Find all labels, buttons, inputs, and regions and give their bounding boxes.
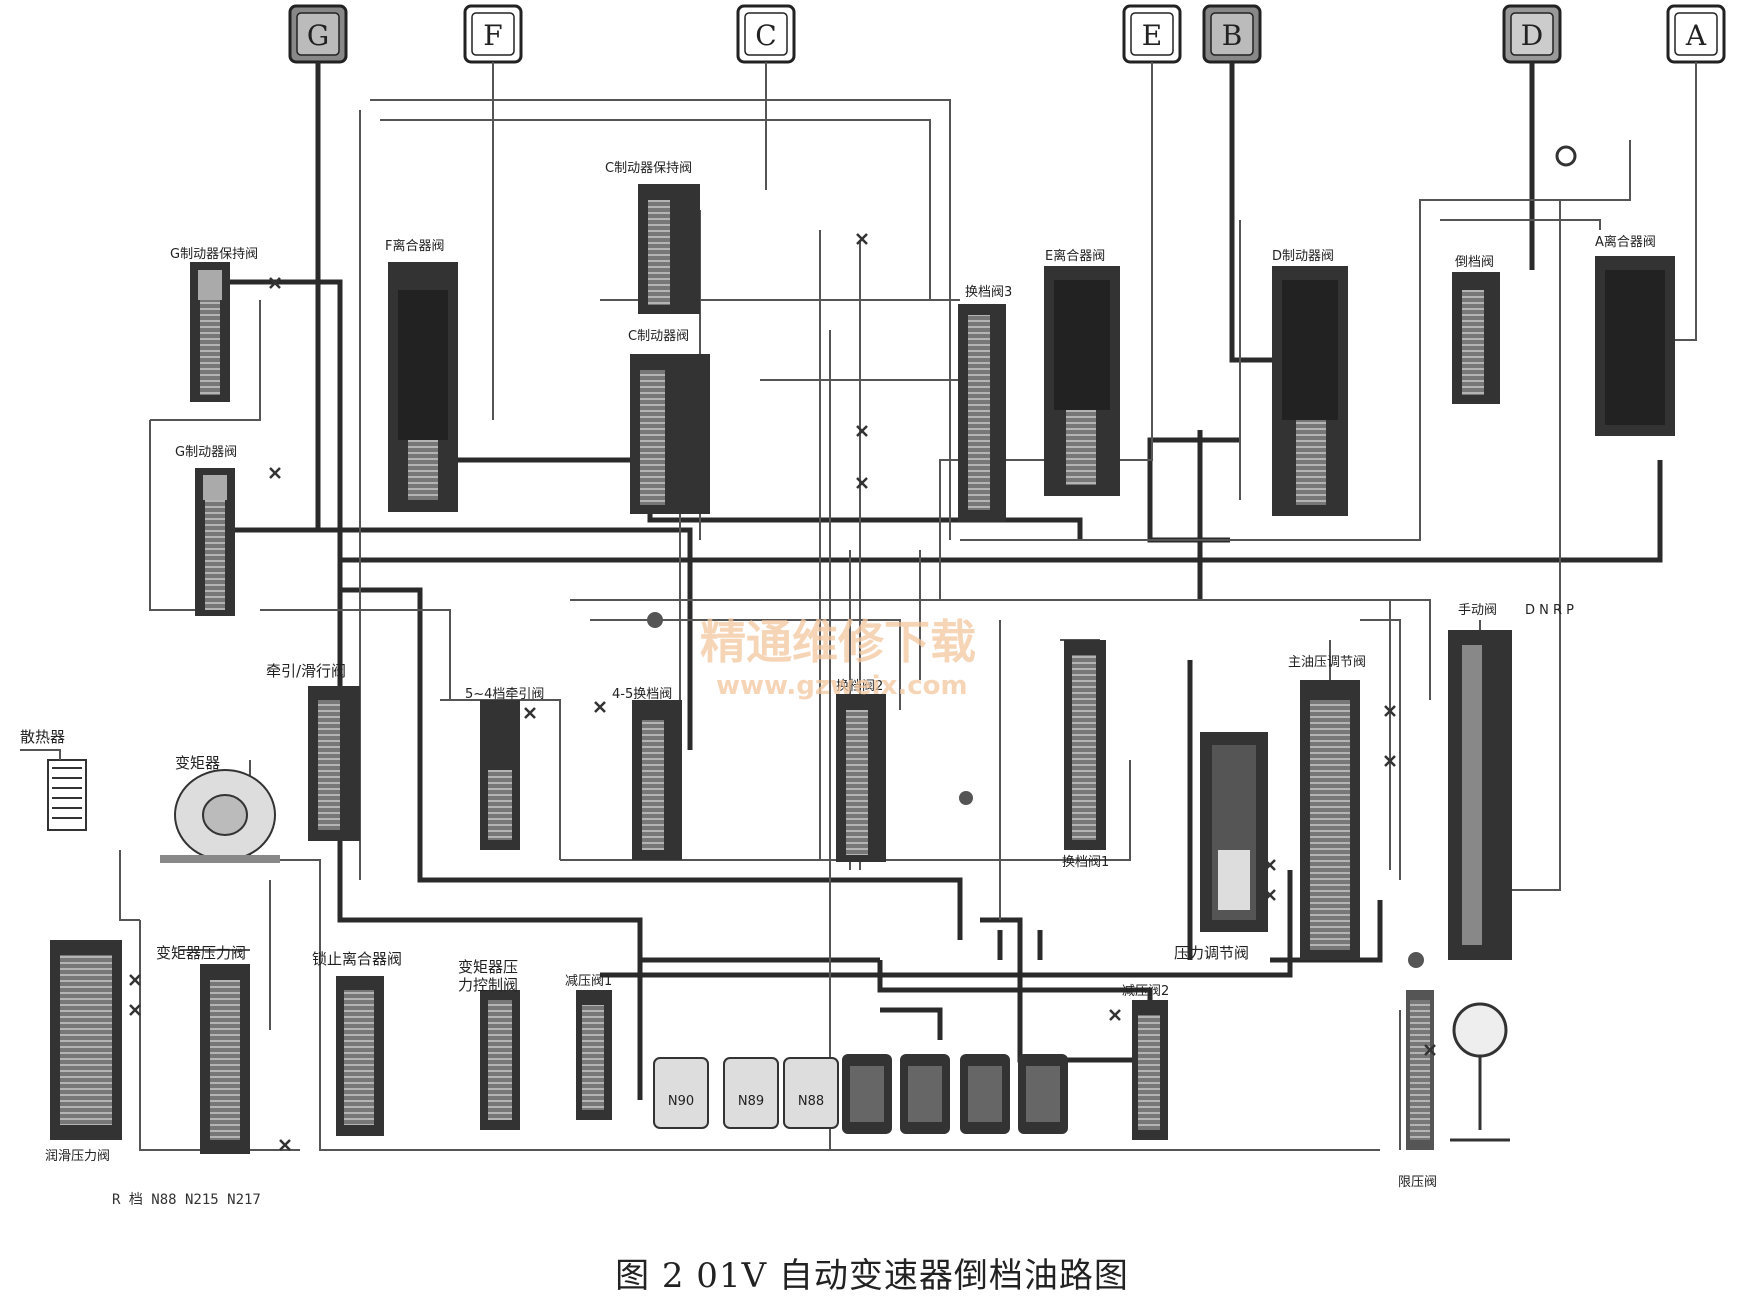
- label-e-clutch-valve: E离合器阀: [1045, 248, 1105, 264]
- traction-coast-valve: [308, 686, 360, 841]
- torque-converter-icon: [160, 769, 280, 863]
- g-brake-hold-valve: [190, 262, 230, 402]
- shift-4-5-valve: [632, 700, 682, 860]
- lockup-clutch-valve: [336, 976, 384, 1136]
- watermark-url: www.gzweix.com: [716, 671, 968, 701]
- reducing-valve-2: [1132, 1000, 1168, 1140]
- shift-valve-3: [958, 304, 1006, 522]
- solenoid-n89-label: N89: [738, 1094, 764, 1109]
- traction-5-4-valve: [480, 700, 520, 850]
- label-main-pressure-reg-valve: 主油压调节阀: [1288, 655, 1366, 670]
- shift-valve-1: [1064, 640, 1106, 850]
- label-reducing-valve-1: 减压阀1: [565, 974, 612, 989]
- label-shift-4-5-valve: 4-5换档阀: [612, 687, 672, 702]
- c-brake-hold-valve: [638, 184, 700, 314]
- label-c-brake-hold-valve: C制动器保持阀: [605, 161, 692, 176]
- label-tc-pressure-ctrl-valve-1: 变矩器压: [458, 958, 518, 976]
- a-clutch-valve: [1595, 256, 1675, 436]
- reverse-valve: [1452, 272, 1500, 404]
- label-reverse-valve: 倒档阀: [1455, 255, 1494, 270]
- solenoid-n90-label: N90: [668, 1094, 694, 1109]
- solenoid-pwm-3: [960, 1054, 1010, 1134]
- component-labels: G制动器保持阀 F离合器阀 C制动器保持阀 C制动器阀 换档阀3 E离合器阀 D…: [20, 161, 1656, 1208]
- terminal-d: D: [1502, 4, 1562, 64]
- label-g-brake-valve: G制动器阀: [175, 445, 237, 460]
- label-lockup-clutch-valve: 锁止离合器阀: [312, 950, 402, 968]
- solenoid-n90: N90: [653, 1057, 709, 1129]
- terminal-e-label: E: [1142, 19, 1162, 52]
- label-pressure-reg-valve: 压力调节阀: [1174, 944, 1249, 962]
- pressure-regulator-valve: [1200, 732, 1268, 932]
- solenoid-pwm-1: [842, 1054, 892, 1134]
- terminal-c: C: [736, 4, 796, 64]
- label-reducing-valve-2: 减压阀2: [1122, 984, 1169, 999]
- e-clutch-valve: [1044, 266, 1120, 496]
- label-lube-pressure-valve: 润滑压力阀: [45, 1149, 110, 1164]
- terminal-f-label: F: [483, 19, 502, 52]
- terminal-boxes: G F C E B D A: [288, 4, 1726, 64]
- solenoid-pwm-4: [1018, 1054, 1068, 1134]
- label-traction-coast-valve: 牵引/滑行阀: [266, 662, 346, 680]
- solenoid-n88: N88: [783, 1057, 839, 1129]
- label-manual-positions: D N R P: [1525, 603, 1574, 618]
- label-limit-valve: 限压阀: [1398, 1175, 1437, 1190]
- solenoid-n89: N89: [723, 1057, 779, 1129]
- main-pressure-regulator-valve: [1300, 680, 1360, 960]
- watermark: 精通维修下载 www.gzweix.com: [700, 615, 976, 701]
- watermark-cn: 精通维修下载: [700, 615, 976, 669]
- terminal-f: F: [463, 4, 523, 64]
- tc-pressure-valve: [200, 964, 250, 1154]
- manual-valve: [1448, 630, 1512, 960]
- label-shift-valve-1: 换档阀1: [1062, 855, 1109, 870]
- label-manual-valve: 手动阀: [1458, 603, 1497, 618]
- d-brake-valve: [1272, 266, 1348, 516]
- footnote-solenoids: R 档 N88 N215 N217: [112, 1192, 261, 1208]
- label-torque-converter: 变矩器: [175, 754, 220, 772]
- solenoid-n88-label: N88: [798, 1094, 824, 1109]
- f-clutch-valve: [388, 262, 458, 512]
- terminal-g-label: G: [307, 19, 329, 52]
- label-c-brake-valve: C制动器阀: [628, 329, 689, 344]
- orifices: [129, 233, 1436, 1151]
- terminal-g: G: [288, 4, 348, 64]
- radiator: [20, 749, 87, 831]
- label-shift-valve-3: 换档阀3: [965, 285, 1012, 300]
- lube-pressure-valve: [50, 940, 122, 1140]
- reducing-valve-1: [576, 990, 612, 1120]
- terminal-d-label: D: [1521, 19, 1543, 52]
- check-valves: [647, 145, 1577, 968]
- valves: [50, 184, 1675, 1154]
- label-g-brake-hold-valve: G制动器保持阀: [170, 247, 258, 262]
- label-shift-valve-2: 换档阀2: [836, 679, 883, 694]
- thick-oil-lines: [230, 62, 1663, 1100]
- label-tc-pressure-valve: 变矩器压力阀: [156, 944, 246, 962]
- label-radiator: 散热器: [20, 728, 65, 746]
- label-tc-pressure-ctrl-valve-2: 力控制阀: [458, 976, 518, 994]
- label-a-clutch-valve: A离合器阀: [1595, 234, 1656, 250]
- terminal-a: A: [1666, 4, 1726, 64]
- accumulator-icon: [1450, 1002, 1510, 1142]
- c-brake-valve: [630, 354, 710, 514]
- terminal-a-label: A: [1685, 19, 1707, 52]
- label-f-clutch-valve: F离合器阀: [385, 238, 444, 254]
- label-traction-5-4-valve: 5~4档牵引阀: [465, 687, 544, 702]
- label-d-brake-valve: D制动器阀: [1272, 249, 1334, 264]
- terminal-b-label: B: [1222, 19, 1243, 52]
- figure-caption: 图 2 01V 自动变速器倒档油路图: [615, 1256, 1129, 1296]
- terminal-b: B: [1202, 4, 1262, 64]
- solenoids: N90 N89 N88: [653, 1054, 1068, 1134]
- terminal-c-label: C: [755, 19, 776, 52]
- limit-valve: [1406, 990, 1434, 1150]
- shift-valve-2: [836, 694, 886, 862]
- g-brake-valve: [195, 468, 235, 616]
- terminal-e: E: [1122, 4, 1182, 64]
- solenoid-pwm-2: [900, 1054, 950, 1134]
- tc-pressure-control-valve: [480, 990, 520, 1130]
